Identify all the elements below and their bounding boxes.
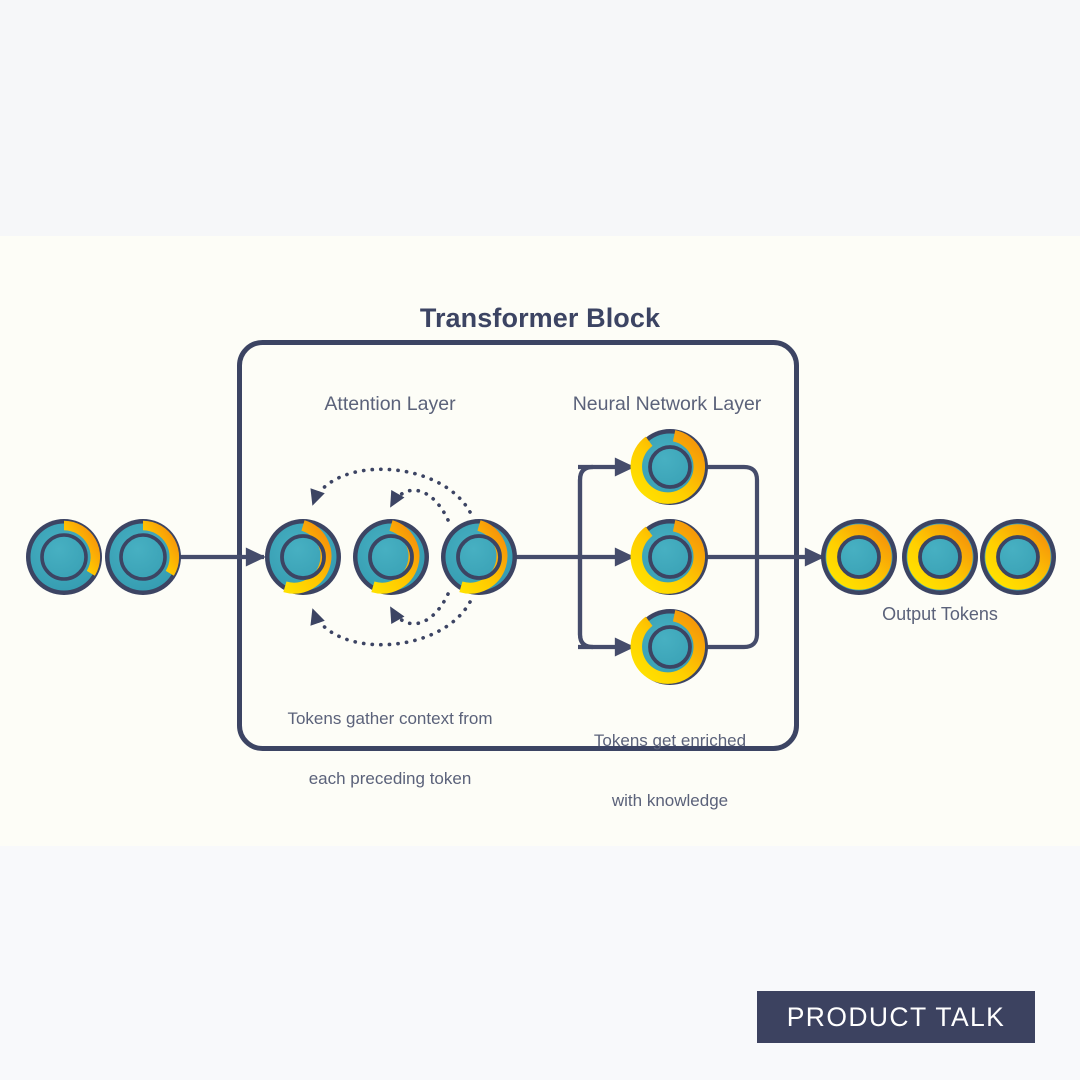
page-title: Transformer Block [419, 303, 661, 333]
token-nn-1 [630, 429, 708, 505]
caption-nn-line1: Tokens get enriched [593, 731, 747, 751]
token-nn-3 [630, 609, 708, 685]
token-attention-3 [441, 519, 517, 595]
token-nn-2 [630, 519, 708, 595]
attention-arc-upper-short [389, 488, 450, 522]
token-output-1 [821, 519, 897, 595]
token-input-1 [26, 519, 102, 595]
token-output-3 [980, 519, 1056, 595]
product-talk-badge: PRODUCT TALK [757, 991, 1035, 1043]
token-attention-2 [353, 519, 429, 595]
caption-attention-line2: each preceding token [308, 769, 472, 789]
label-neural-network-layer: Neural Network Layer [572, 393, 762, 415]
attention-arc-lower-long [310, 600, 472, 647]
attention-arc-upper-long [310, 467, 472, 514]
caption-nn-line2: with knowledge [611, 791, 729, 811]
token-group-input [26, 519, 181, 595]
label-output-tokens: Output Tokens [882, 604, 998, 624]
token-input-2 [105, 519, 181, 595]
background-band-middle [0, 236, 1080, 846]
caption-attention-line1: Tokens gather context from [287, 709, 493, 729]
product-talk-badge-label: PRODUCT TALK [786, 1001, 1006, 1032]
caption-neural-network: Tokens get enriched with knowledge [559, 691, 781, 851]
attention-arc-lower-short [389, 592, 450, 626]
token-group-neural-network [630, 429, 708, 685]
token-group-output [821, 519, 1056, 595]
token-group-attention [265, 519, 517, 595]
caption-attention: Tokens gather context from each precedin… [240, 669, 540, 829]
background-band-top [0, 0, 1080, 236]
transformer-block-outline [237, 340, 799, 751]
token-attention-1 [265, 519, 341, 595]
label-attention-layer: Attention Layer [324, 393, 456, 415]
token-output-2 [902, 519, 978, 595]
